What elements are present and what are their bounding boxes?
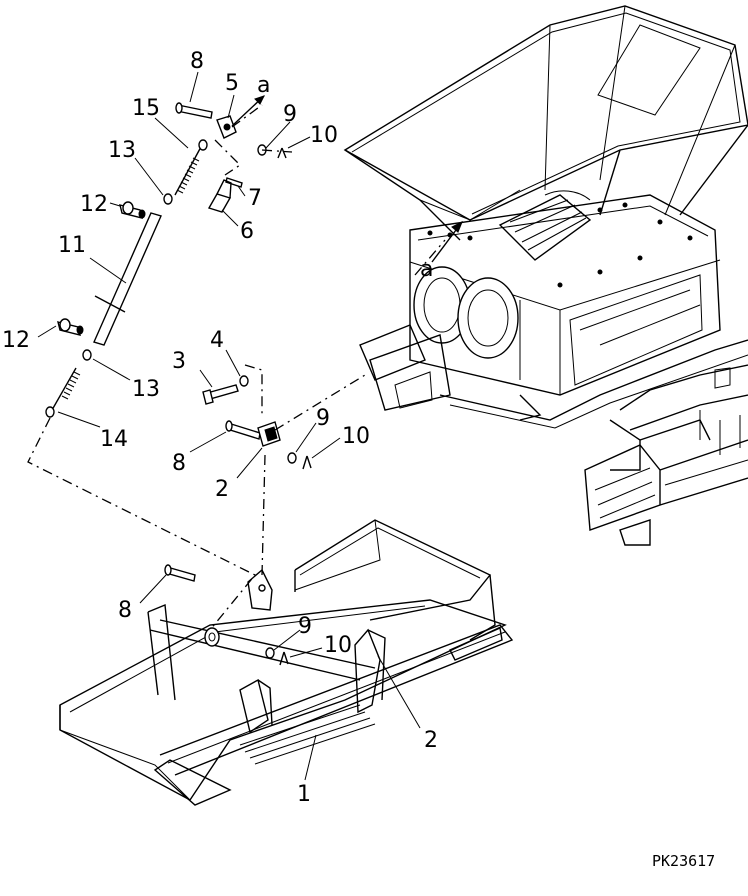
linkage-parts bbox=[45, 102, 312, 666]
nut-13-bottom bbox=[82, 349, 92, 361]
nut-13-top bbox=[163, 193, 173, 205]
callout-8-mid: 8 bbox=[172, 451, 186, 476]
hopper-assembly bbox=[343, 5, 748, 546]
drawing-code: PK23617 bbox=[652, 852, 715, 870]
conveyor-assembly bbox=[59, 519, 514, 806]
callout-5: 5 bbox=[225, 71, 239, 96]
pin-10-top bbox=[277, 147, 287, 159]
pin-10-mid bbox=[302, 455, 312, 470]
callout-10-top: 10 bbox=[310, 123, 338, 148]
callout-3: 3 bbox=[172, 349, 186, 374]
callout-10-bottom: 10 bbox=[324, 633, 352, 658]
pin-10-bottom bbox=[279, 651, 289, 666]
callout-labels: 8 5 a 15 9 10 13 7 12 6 a 11 12 4 3 13 9… bbox=[2, 49, 438, 807]
callout-15: 15 bbox=[132, 96, 160, 121]
callout-14: 14 bbox=[100, 427, 128, 452]
washer-9-mid bbox=[287, 452, 297, 464]
callout-7: 7 bbox=[248, 186, 262, 211]
washer-4 bbox=[239, 375, 249, 387]
washer-9-bottom bbox=[265, 647, 275, 659]
callout-8-top: 8 bbox=[190, 49, 204, 74]
callout-a-top: a bbox=[257, 73, 270, 98]
threaded-rod-15 bbox=[174, 144, 203, 196]
callout-4: 4 bbox=[210, 328, 224, 353]
callout-9-mid: 9 bbox=[316, 406, 330, 431]
assembly-lines bbox=[27, 104, 446, 631]
tube-11 bbox=[93, 212, 162, 346]
callout-12-top: 12 bbox=[80, 192, 108, 217]
callout-9-bottom: 9 bbox=[298, 614, 312, 639]
callout-13-bottom: 13 bbox=[132, 377, 160, 402]
threaded-rod-14 bbox=[51, 367, 77, 411]
grease-fitting-12-top bbox=[119, 201, 146, 219]
callout-1: 1 bbox=[297, 782, 311, 807]
callout-8-bottom: 8 bbox=[118, 598, 132, 623]
callout-10-mid: 10 bbox=[342, 424, 370, 449]
callout-13-top: 13 bbox=[108, 138, 136, 163]
leader-lines bbox=[37, 71, 463, 781]
callout-6: 6 bbox=[240, 219, 254, 244]
callout-11: 11 bbox=[58, 233, 86, 258]
callout-2-bottom: 2 bbox=[424, 728, 438, 753]
callout-12-bottom: 12 bbox=[2, 328, 30, 353]
callout-2-mid: 2 bbox=[215, 477, 229, 502]
callout-9-top: 9 bbox=[283, 102, 297, 127]
bolt-6 bbox=[207, 193, 232, 213]
callout-a-right: a bbox=[420, 257, 433, 282]
grease-fitting-12-bottom bbox=[57, 318, 84, 336]
